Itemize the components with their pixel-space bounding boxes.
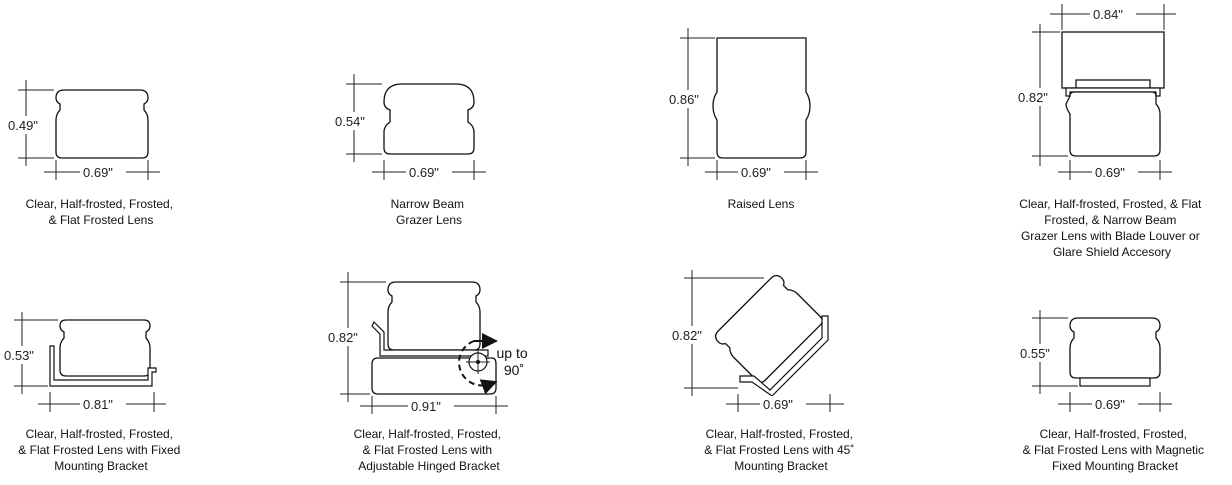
height-label: 0.82" [1018, 90, 1048, 105]
width-dimension: 0.69" [1058, 392, 1172, 412]
caption-line: Clear, Half-frosted, Frosted, [354, 427, 501, 441]
caption: Clear, Half-frosted, Frosted, & Flat Fro… [704, 427, 857, 473]
lens-profile [59, 319, 151, 377]
panel-louver-accessory: 0.84" 0.82" 0.69" Clear, Half-frosted, F… [1016, 4, 1204, 259]
caption: Clear, Half-frosted, Frosted, & Flat Fro… [18, 427, 183, 473]
width-label: 0.91" [411, 399, 441, 414]
caption: Raised Lens [728, 197, 795, 211]
caption-line: & Flat Frosted Lens with Magnetic [1023, 443, 1204, 457]
height-dimension: 0.53" [2, 312, 58, 394]
caption-line: Mounting Bracket [54, 459, 148, 473]
lens-profile [55, 89, 149, 159]
width-label: 0.69" [1095, 165, 1125, 180]
lens-profile [383, 83, 475, 155]
height-dimension: 0.82" [670, 270, 764, 396]
caption-line: Glare Shield Accesory [1053, 245, 1171, 259]
width-dimension: 0.69" [44, 160, 160, 180]
width-label: 0.81" [83, 397, 113, 412]
caption-line: Fixed Mounting Bracket [1052, 459, 1179, 473]
height-label: 0.49" [8, 118, 38, 133]
caption-line: Clear, Half-frosted, Frosted, [706, 427, 853, 441]
hinge-pivot [466, 350, 490, 374]
panel-grazer-lens: 0.54" 0.69" Narrow Beam Grazer Lens [332, 74, 486, 227]
width-label: 0.69" [1095, 397, 1125, 412]
panel-fixed-bracket: 0.53" 0.81" Clear, Half-frosted, Frosted… [2, 312, 183, 473]
lens-profile [712, 37, 811, 159]
caption: Clear, Half-frosted, Frosted, & Flat Fro… [354, 427, 505, 473]
lens-profile [1069, 317, 1161, 379]
height-dimension: 0.86" [666, 28, 715, 166]
rotation-note-line: 90˚ [504, 362, 524, 378]
caption: Clear, Half-frosted, Frosted, & Flat Fro… [1023, 427, 1208, 473]
width-label: 0.69" [409, 165, 439, 180]
height-label: 0.54" [335, 114, 365, 129]
caption: Clear, Half-frosted, Frosted, & Flat Fro… [1019, 197, 1204, 259]
louver-blade [1075, 79, 1151, 89]
height-label: 0.82" [328, 330, 358, 345]
width-label: 0.69" [763, 397, 793, 412]
caption-line: & Flat Frosted Lens with 45˚ [704, 443, 854, 457]
lens-profile [387, 281, 481, 351]
width-dimension: 0.69" [1058, 160, 1172, 180]
lens-profile [714, 274, 824, 384]
panel-magnetic-bracket: 0.55" 0.69" Clear, Half-frosted, Frosted… [1018, 310, 1208, 473]
width-dimension: 0.81" [38, 392, 166, 412]
caption-line: & Flat Frosted Lens with Fixed [18, 443, 180, 457]
panel-clear-lens: 0.49" 0.69" Clear, Half-frosted, Frosted… [4, 80, 177, 227]
width-dimension: 0.69" [372, 160, 486, 180]
lens-profile [1065, 91, 1161, 157]
height-dimension: 0.49" [4, 80, 54, 166]
caption: Narrow Beam Grazer Lens [391, 197, 468, 227]
caption-line: Grazer Lens with Blade Louver or [1021, 229, 1200, 243]
width-label: 0.69" [741, 165, 771, 180]
caption-line: Mounting Bracket [734, 459, 828, 473]
rotation-arrow-icon [458, 340, 498, 395]
caption-line: Grazer Lens [396, 213, 462, 227]
caption-line: Clear, Half-frosted, Frosted, [26, 197, 173, 211]
panel-45-degree-bracket: 0.82" 0.69" Clear, Half-frosted, Frosted… [670, 270, 857, 473]
rotation-note: up to 90˚ [496, 345, 531, 378]
panel-hinged-bracket: up to 90˚ 0.82" 0.91" Clear, Half-froste… [326, 272, 531, 473]
caption-line: & Flat Frosted Lens with [363, 443, 492, 457]
height-label: 0.82" [672, 328, 702, 343]
height-label: 0.86" [669, 92, 699, 107]
caption-line: & Flat Frosted Lens [49, 213, 154, 227]
height-dimension: 0.54" [332, 74, 382, 162]
height-dimension: 0.55" [1018, 310, 1078, 394]
height-label: 0.53" [4, 348, 34, 363]
caption-line: Clear, Half-frosted, Frosted, & Flat [1019, 197, 1202, 211]
caption-line: Raised Lens [728, 197, 795, 211]
top-width-label: 0.84" [1093, 7, 1123, 22]
caption: Clear, Half-frosted, Frosted, & Flat Fro… [26, 197, 177, 227]
panel-raised-lens: 0.86" 0.69" Raised Lens [666, 28, 818, 211]
caption-line: Frosted, & Narrow Beam [1044, 213, 1176, 227]
width-dimension: 0.91" [360, 396, 508, 414]
top-width-dimension: 0.84" [1050, 4, 1176, 30]
magnetic-plate [1079, 377, 1151, 387]
45-degree-bracket [739, 315, 829, 397]
width-dimension: 0.69" [726, 394, 844, 412]
caption-line: Adjustable Hinged Bracket [358, 459, 500, 473]
height-label: 0.55" [1020, 346, 1050, 361]
mounting-bracket [49, 345, 157, 387]
width-label: 0.69" [83, 165, 113, 180]
width-dimension: 0.69" [705, 160, 818, 180]
rotation-note-line: up to [496, 345, 527, 361]
height-dimension: 0.82" [326, 272, 386, 402]
glare-shield [1061, 31, 1165, 89]
height-dimension: 0.82" [1016, 24, 1068, 166]
caption-line: Clear, Half-frosted, Frosted, [1040, 427, 1187, 441]
caption-line: Narrow Beam [391, 197, 464, 211]
caption-line: Clear, Half-frosted, Frosted, [26, 427, 173, 441]
